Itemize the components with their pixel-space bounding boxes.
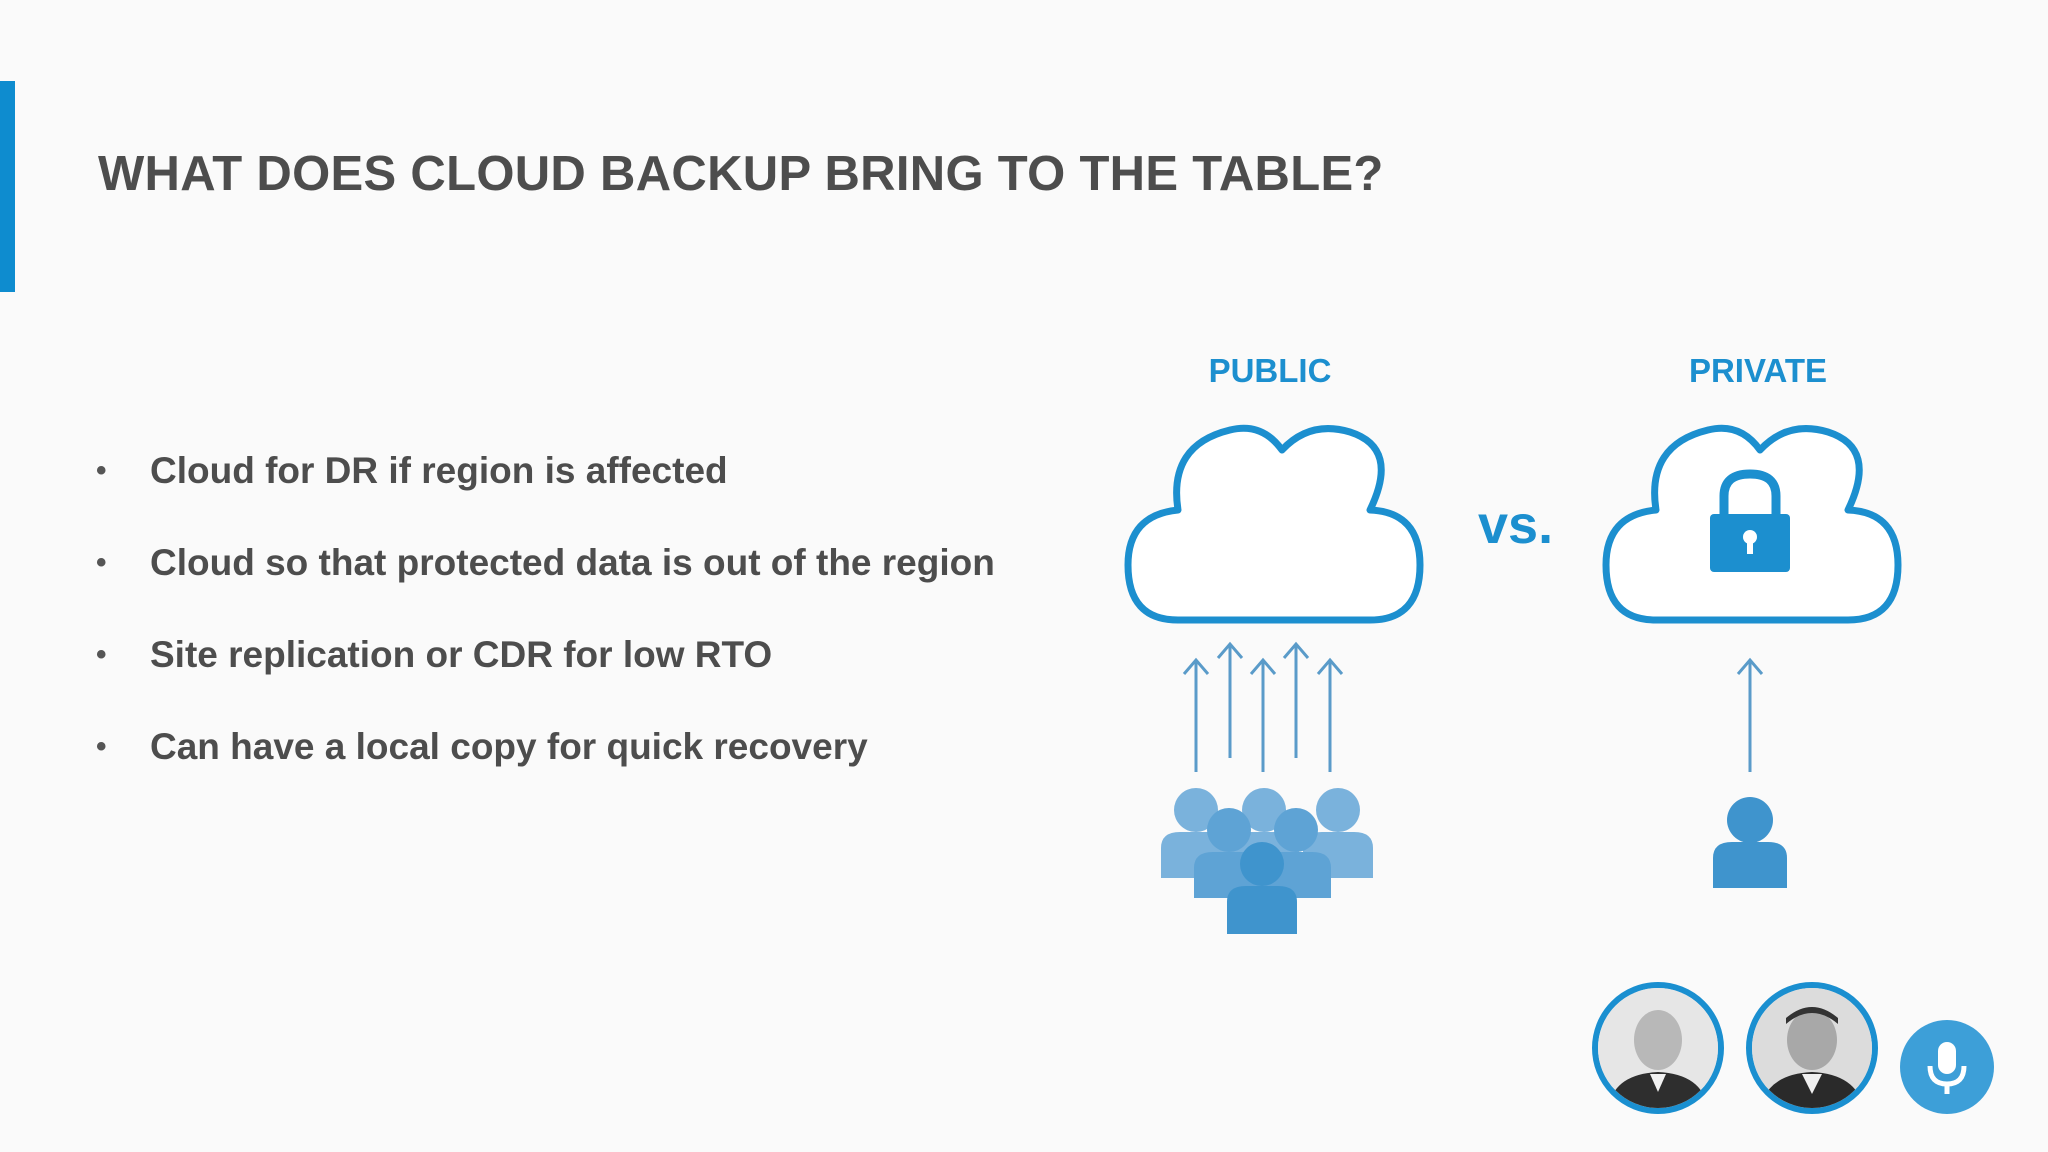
slide-title: WHAT DOES CLOUD BACKUP BRING TO THE TABL… <box>98 147 1384 201</box>
person-photo-icon <box>1752 988 1872 1108</box>
presenter-avatar[interactable] <box>1592 982 1724 1114</box>
bullet-marker: • <box>96 730 107 763</box>
bullet-text: Cloud for DR if region is affected <box>150 450 728 491</box>
microphone-icon <box>1927 1042 1967 1094</box>
bullet-text: Cloud so that protected data is out of t… <box>150 542 995 583</box>
bullet-marker: • <box>96 638 107 671</box>
user-icon <box>1713 797 1787 888</box>
vs-label: vs. <box>1478 495 1554 555</box>
bullet-marker: • <box>96 546 107 579</box>
presenter-avatar[interactable] <box>1746 982 1878 1114</box>
bullet-marker: • <box>96 454 107 487</box>
user-group-icon <box>1161 788 1373 934</box>
lock-icon <box>1710 469 1790 572</box>
public-cloud-icon <box>1124 424 1424 624</box>
upload-arrow-icon <box>1736 657 1764 772</box>
bullet-text: Can have a local copy for quick recovery <box>150 726 868 767</box>
accent-bar <box>0 81 15 292</box>
person-photo-icon <box>1598 988 1718 1108</box>
private-label: PRIVATE <box>1688 352 1828 389</box>
bullet-text: Site replication or CDR for low RTO <box>150 634 773 675</box>
public-label: PUBLIC <box>1208 352 1332 389</box>
microphone-button[interactable] <box>1900 1020 1994 1114</box>
upload-arrows-icon <box>1182 641 1344 772</box>
